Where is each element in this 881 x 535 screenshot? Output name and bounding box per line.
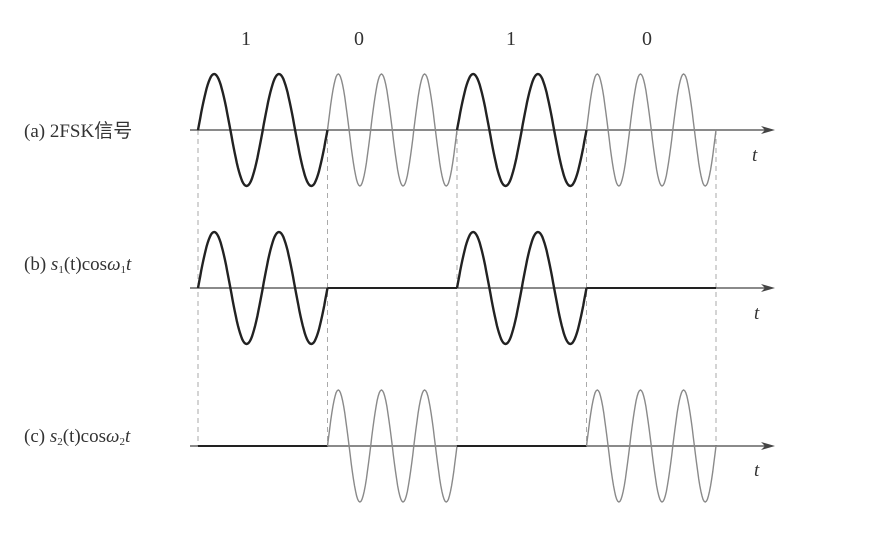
symbol-s: s — [49, 426, 58, 447]
subscript: 2 — [119, 436, 125, 448]
bit-label: 1 — [506, 28, 516, 50]
time-axis-label: t — [754, 460, 760, 481]
panel-c-label: (c) s2(t)cosω2t — [24, 426, 130, 448]
panel-prefix: (c) — [24, 426, 46, 447]
mark-carrier-wave — [196, 72, 329, 188]
space-carrier-wave — [585, 389, 717, 503]
axis-arrow-icon — [761, 442, 775, 450]
symbol-omega: ω — [107, 254, 121, 275]
axis-arrow-icon — [761, 126, 775, 134]
space-carrier-wave — [585, 73, 717, 187]
panel-title: 2FSK信号 — [49, 121, 133, 142]
expr-mid: (t)cos — [63, 254, 108, 275]
bit-label: 0 — [642, 28, 652, 50]
space-carrier-wave — [326, 389, 458, 503]
mark-carrier-wave — [455, 72, 588, 188]
subscript: 2 — [57, 436, 63, 448]
panel-b-label: (b) s1(t)cosω1t — [24, 254, 131, 276]
expr-mid: (t)cos — [62, 426, 107, 447]
panel-prefix: (b) — [24, 254, 47, 275]
panel-a-label: (a) 2FSK信号 — [24, 116, 132, 143]
time-axis-label: t — [754, 303, 760, 324]
panel-prefix: (a) — [24, 121, 46, 142]
axis-arrow-icon — [761, 284, 775, 292]
mark-carrier-wave — [455, 230, 588, 346]
symbol-omega: ω — [106, 426, 120, 447]
subscript: 1 — [58, 264, 64, 276]
mark-carrier-wave — [196, 230, 329, 346]
time-axis-label: t — [752, 145, 758, 166]
symbol-t: t — [126, 254, 132, 275]
symbol-s: s — [50, 254, 59, 275]
subscript: 1 — [120, 264, 127, 276]
bit-label: 0 — [354, 28, 364, 50]
symbol-t: t — [124, 426, 131, 447]
space-carrier-wave — [326, 73, 458, 187]
bit-label: 1 — [241, 28, 251, 50]
